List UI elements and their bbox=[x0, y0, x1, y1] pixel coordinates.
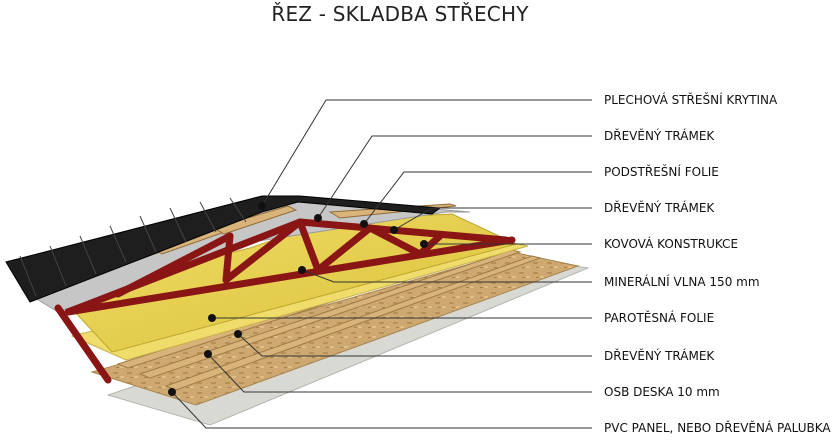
label-upper-timber-1: DŘEVĚNÝ TRÁMEK bbox=[604, 129, 715, 143]
label-osb-board: OSB DESKA 10 mm bbox=[604, 385, 720, 399]
leader-line-roofing bbox=[261, 99, 592, 207]
diagram-title: ŘEZ - SKLADBA STŘECHY bbox=[271, 2, 529, 26]
leader-line-pvc bbox=[171, 391, 592, 429]
leader-dots bbox=[168, 202, 428, 396]
leader-line-underlay-foil bbox=[363, 171, 592, 225]
label-mineral-wool: MINERÁLNÍ VLNA 150 mm bbox=[604, 275, 760, 289]
label-pvc-panel: PVC PANEL, NEBO DŘEVĚNÁ PALUBKA bbox=[604, 421, 831, 435]
label-vapor-foil: PAROTĚSNÁ FOLIE bbox=[604, 311, 715, 325]
label-metal-roofing: PLECHOVÁ STŘEŠNÍ KRYTINA bbox=[604, 93, 778, 107]
metal-roofing-layer bbox=[5, 195, 442, 303]
leader-line-upper-timber-1 bbox=[317, 135, 592, 219]
leader-line-lower-timber bbox=[237, 333, 592, 357]
leader-line-mineral-wool bbox=[301, 269, 592, 283]
steel-truss-structure bbox=[54, 218, 516, 384]
leader-line-upper-timber-2 bbox=[393, 207, 592, 231]
label-lower-timber: DŘEVĚNÝ TRÁMEK bbox=[604, 349, 715, 363]
label-steel-structure: KOVOVÁ KONSTRUKCE bbox=[604, 237, 739, 251]
label-underlay-foil: PODSTŘEŠNÍ FOLIE bbox=[604, 165, 719, 179]
leader-lines bbox=[171, 99, 592, 429]
leader-line-osb bbox=[207, 353, 592, 393]
label-upper-timber-2: DŘEVĚNÝ TRÁMEK bbox=[604, 201, 715, 215]
